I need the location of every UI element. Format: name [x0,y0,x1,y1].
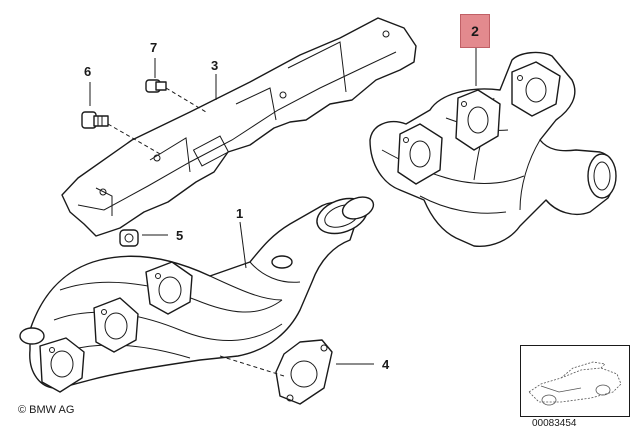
vehicle-thumbnail[interactable] [520,345,630,417]
nut-part-5[interactable] [119,229,139,247]
callout-2-label: 2 [471,23,479,39]
exhaust-manifold-part-2[interactable] [369,51,617,247]
gasket-axis-line [219,355,285,377]
callout-7[interactable]: 7 [150,40,157,55]
gasket-part-4[interactable] [275,339,333,405]
callout-6[interactable]: 6 [84,64,91,79]
copyright-text: © BMW AG [18,404,75,416]
leader-1 [239,221,247,269]
exhaust-manifold-part-1[interactable] [19,192,376,393]
bolt-6-axis-line [107,123,161,155]
bolt-7-axis-line [165,87,207,113]
callout-4[interactable]: 4 [382,357,390,372]
diagram-number: 00083454 [532,418,577,429]
heat-shield[interactable] [61,17,417,237]
callout-3[interactable]: 3 [211,58,218,73]
callout-2-highlighted[interactable]: 2 [460,14,490,48]
bolt-part-6[interactable] [81,111,109,129]
callout-5[interactable]: 5 [176,228,183,243]
car-icon [528,361,622,406]
bolt-part-7[interactable] [145,79,167,93]
callout-1[interactable]: 1 [236,206,243,221]
